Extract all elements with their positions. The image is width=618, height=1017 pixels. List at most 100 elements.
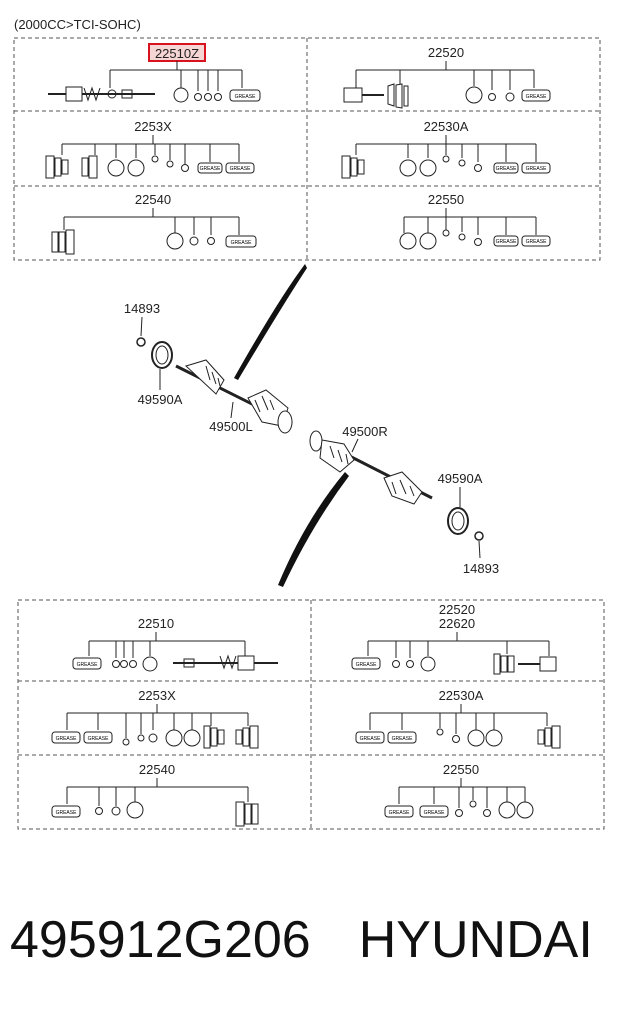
svg-text:GREASE: GREASE: [424, 810, 446, 816]
kit-22520-22620[interactable]: 22520 22620 GREASE: [351, 602, 557, 675]
clip-icon: [111, 806, 121, 816]
clip-icon: [458, 233, 466, 241]
clip-icon: [442, 155, 450, 163]
grease-tube-icon: GREASE: [51, 731, 81, 744]
grease-tube-icon: GREASE: [521, 235, 551, 247]
clip-icon: [469, 800, 477, 808]
svg-text:GREASE: GREASE: [389, 810, 411, 816]
svg-text:GREASE: GREASE: [235, 94, 257, 100]
svg-text:GREASE: GREASE: [56, 736, 78, 742]
clip-icon: [95, 807, 103, 815]
top-kit-grid: [13, 37, 601, 261]
kit-22510[interactable]: 22510 GREASE: [72, 616, 278, 672]
kit-label-2253X: 2253X: [138, 688, 176, 703]
grease-tube-icon: GREASE: [493, 235, 519, 247]
ring-icon: [166, 232, 184, 250]
kit-2253X[interactable]: 2253X GREASE GREASE: [45, 119, 255, 179]
boot-icon: [537, 725, 561, 749]
kit-label-22550: 22550: [428, 192, 464, 207]
kit-label-22510Z: 22510Z: [155, 46, 199, 61]
bottom-kit-grid: [17, 599, 605, 830]
kit-label-22520: 22520: [439, 602, 475, 617]
boot-icon: [81, 155, 98, 179]
kit-label-22530A: 22530A: [424, 119, 469, 134]
pointer-swoosh-upper: [234, 264, 307, 380]
grease-tube-icon: GREASE: [521, 89, 551, 102]
shaft-outboard-joint-icon: [173, 654, 278, 671]
clip-icon: [505, 92, 515, 102]
kit-22550-bottom[interactable]: 22550 GREASE GREASE: [384, 762, 534, 819]
ring-icon: [183, 729, 201, 747]
clip-icon: [207, 237, 215, 245]
clip-icon: [189, 236, 199, 246]
clip-icon: [129, 660, 137, 668]
joint-housing-icon: [518, 656, 557, 672]
grease-tube-icon: GREASE: [225, 235, 257, 248]
label-left-ring: 49590A: [138, 392, 183, 407]
kit-label-22540: 22540: [139, 762, 175, 777]
grease-tube-icon: GREASE: [83, 731, 113, 744]
kit-22530A-bottom[interactable]: 22530A GREASE GREASE: [355, 688, 561, 749]
kit-label-22620: 22620: [439, 616, 475, 631]
boot-icon: [203, 725, 225, 749]
clip-icon: [483, 809, 491, 817]
clip-icon: [181, 164, 189, 172]
clip-icon: [151, 155, 159, 163]
kit-2253X-bottom[interactable]: 2253X GREASE GREASE: [51, 688, 259, 749]
grease-tube-icon: GREASE: [521, 162, 551, 174]
ring-icon: [173, 87, 189, 103]
clip-icon: [148, 733, 158, 743]
kit-label-22530A: 22530A: [439, 688, 484, 703]
right-driveshaft-icon: [309, 430, 433, 505]
svg-text:GREASE: GREASE: [356, 662, 378, 668]
boot-icon: [45, 155, 69, 179]
ring-icon: [516, 801, 534, 819]
svg-text:GREASE: GREASE: [526, 166, 548, 172]
svg-text:GREASE: GREASE: [77, 662, 99, 668]
ring-icon: [107, 159, 125, 177]
kit-label-22550: 22550: [443, 762, 479, 777]
svg-text:GREASE: GREASE: [496, 239, 518, 245]
clip-icon: [214, 93, 222, 101]
clip-icon: [458, 159, 466, 167]
svg-text:GREASE: GREASE: [496, 166, 518, 172]
shaft-inboard-joint-icon: [48, 86, 155, 102]
boot-icon: [51, 229, 75, 255]
label-right-clip: 14893: [463, 561, 499, 576]
brand-name: HYUNDAI: [358, 911, 593, 969]
grease-tube-icon: GREASE: [225, 162, 255, 174]
kit-22540-bottom[interactable]: 22540 GREASE: [51, 762, 259, 827]
kit-22520[interactable]: 22520 GREASE: [343, 45, 551, 109]
clip-icon: [392, 660, 400, 668]
ring-icon: [126, 801, 144, 819]
svg-text:GREASE: GREASE: [392, 736, 414, 742]
label-right-shaft: 49500R: [342, 424, 388, 439]
kit-22550[interactable]: 22550 GREASE GREASE: [399, 192, 551, 250]
ring-icon: [465, 86, 483, 104]
kit-22510Z[interactable]: 22510Z GREASE: [48, 43, 261, 103]
svg-text:GREASE: GREASE: [231, 240, 253, 246]
engine-spec-label: (2000CC>TCI-SOHC): [14, 17, 141, 32]
clip-icon: [474, 531, 484, 541]
clip-icon: [137, 734, 145, 742]
clip-icon: [120, 660, 128, 668]
ring-icon: [399, 159, 417, 177]
ring-icon: [485, 729, 503, 747]
grease-tube-icon: GREASE: [72, 657, 102, 670]
grease-tube-icon: GREASE: [387, 731, 417, 744]
clip-icon: [442, 229, 450, 237]
ring-icon: [419, 159, 437, 177]
pointer-swoosh-lower: [278, 472, 349, 587]
grease-tube-icon: GREASE: [229, 89, 261, 102]
ring-icon: [127, 159, 145, 177]
clip-icon: [194, 93, 202, 101]
kit-label-22520: 22520: [428, 45, 464, 60]
kit-22540[interactable]: 22540 GREASE: [51, 192, 257, 255]
clip-icon: [474, 238, 482, 246]
ring-icon: [419, 232, 437, 250]
clip-icon: [406, 660, 414, 668]
label-right-ring: 49590A: [438, 471, 483, 486]
kit-22530A[interactable]: 22530A GREASE GREASE: [341, 119, 551, 179]
boot-icon: [341, 155, 365, 179]
grease-tube-icon: GREASE: [197, 162, 223, 174]
